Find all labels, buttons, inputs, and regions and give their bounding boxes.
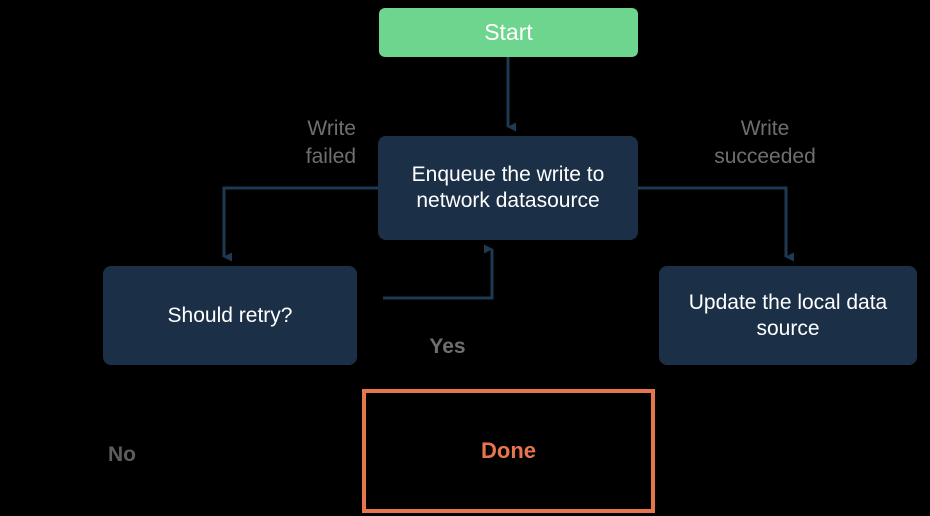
node-should-retry[interactable]: Should retry? <box>103 266 357 365</box>
connector-should-retry-yes-to-enqueue <box>383 244 494 300</box>
node-enqueue-write-label: Enqueue the write to network datasource <box>411 163 605 212</box>
node-done-label: Done <box>481 437 536 463</box>
node-enqueue-write[interactable]: Enqueue the write to network datasource <box>378 136 638 240</box>
edge-label-no: No <box>108 443 136 466</box>
node-start[interactable]: Start <box>379 8 638 57</box>
edge-label-write-failed: Write failed <box>305 117 356 169</box>
node-update-local-data-source[interactable]: Update the local data source <box>659 266 917 365</box>
edge-label-write-succeeded: Write succeeded <box>714 117 816 169</box>
connector-enqueue-to-update-local <box>638 186 794 262</box>
edge-label-yes: Yes <box>429 335 466 358</box>
node-done[interactable]: Done <box>362 389 655 513</box>
connector-enqueue-to-should-retry <box>222 186 378 262</box>
node-should-retry-label: Should retry? <box>167 303 293 327</box>
node-update-local-data-source-label: Update the local data source <box>688 290 888 340</box>
node-start-label: Start <box>484 19 533 46</box>
